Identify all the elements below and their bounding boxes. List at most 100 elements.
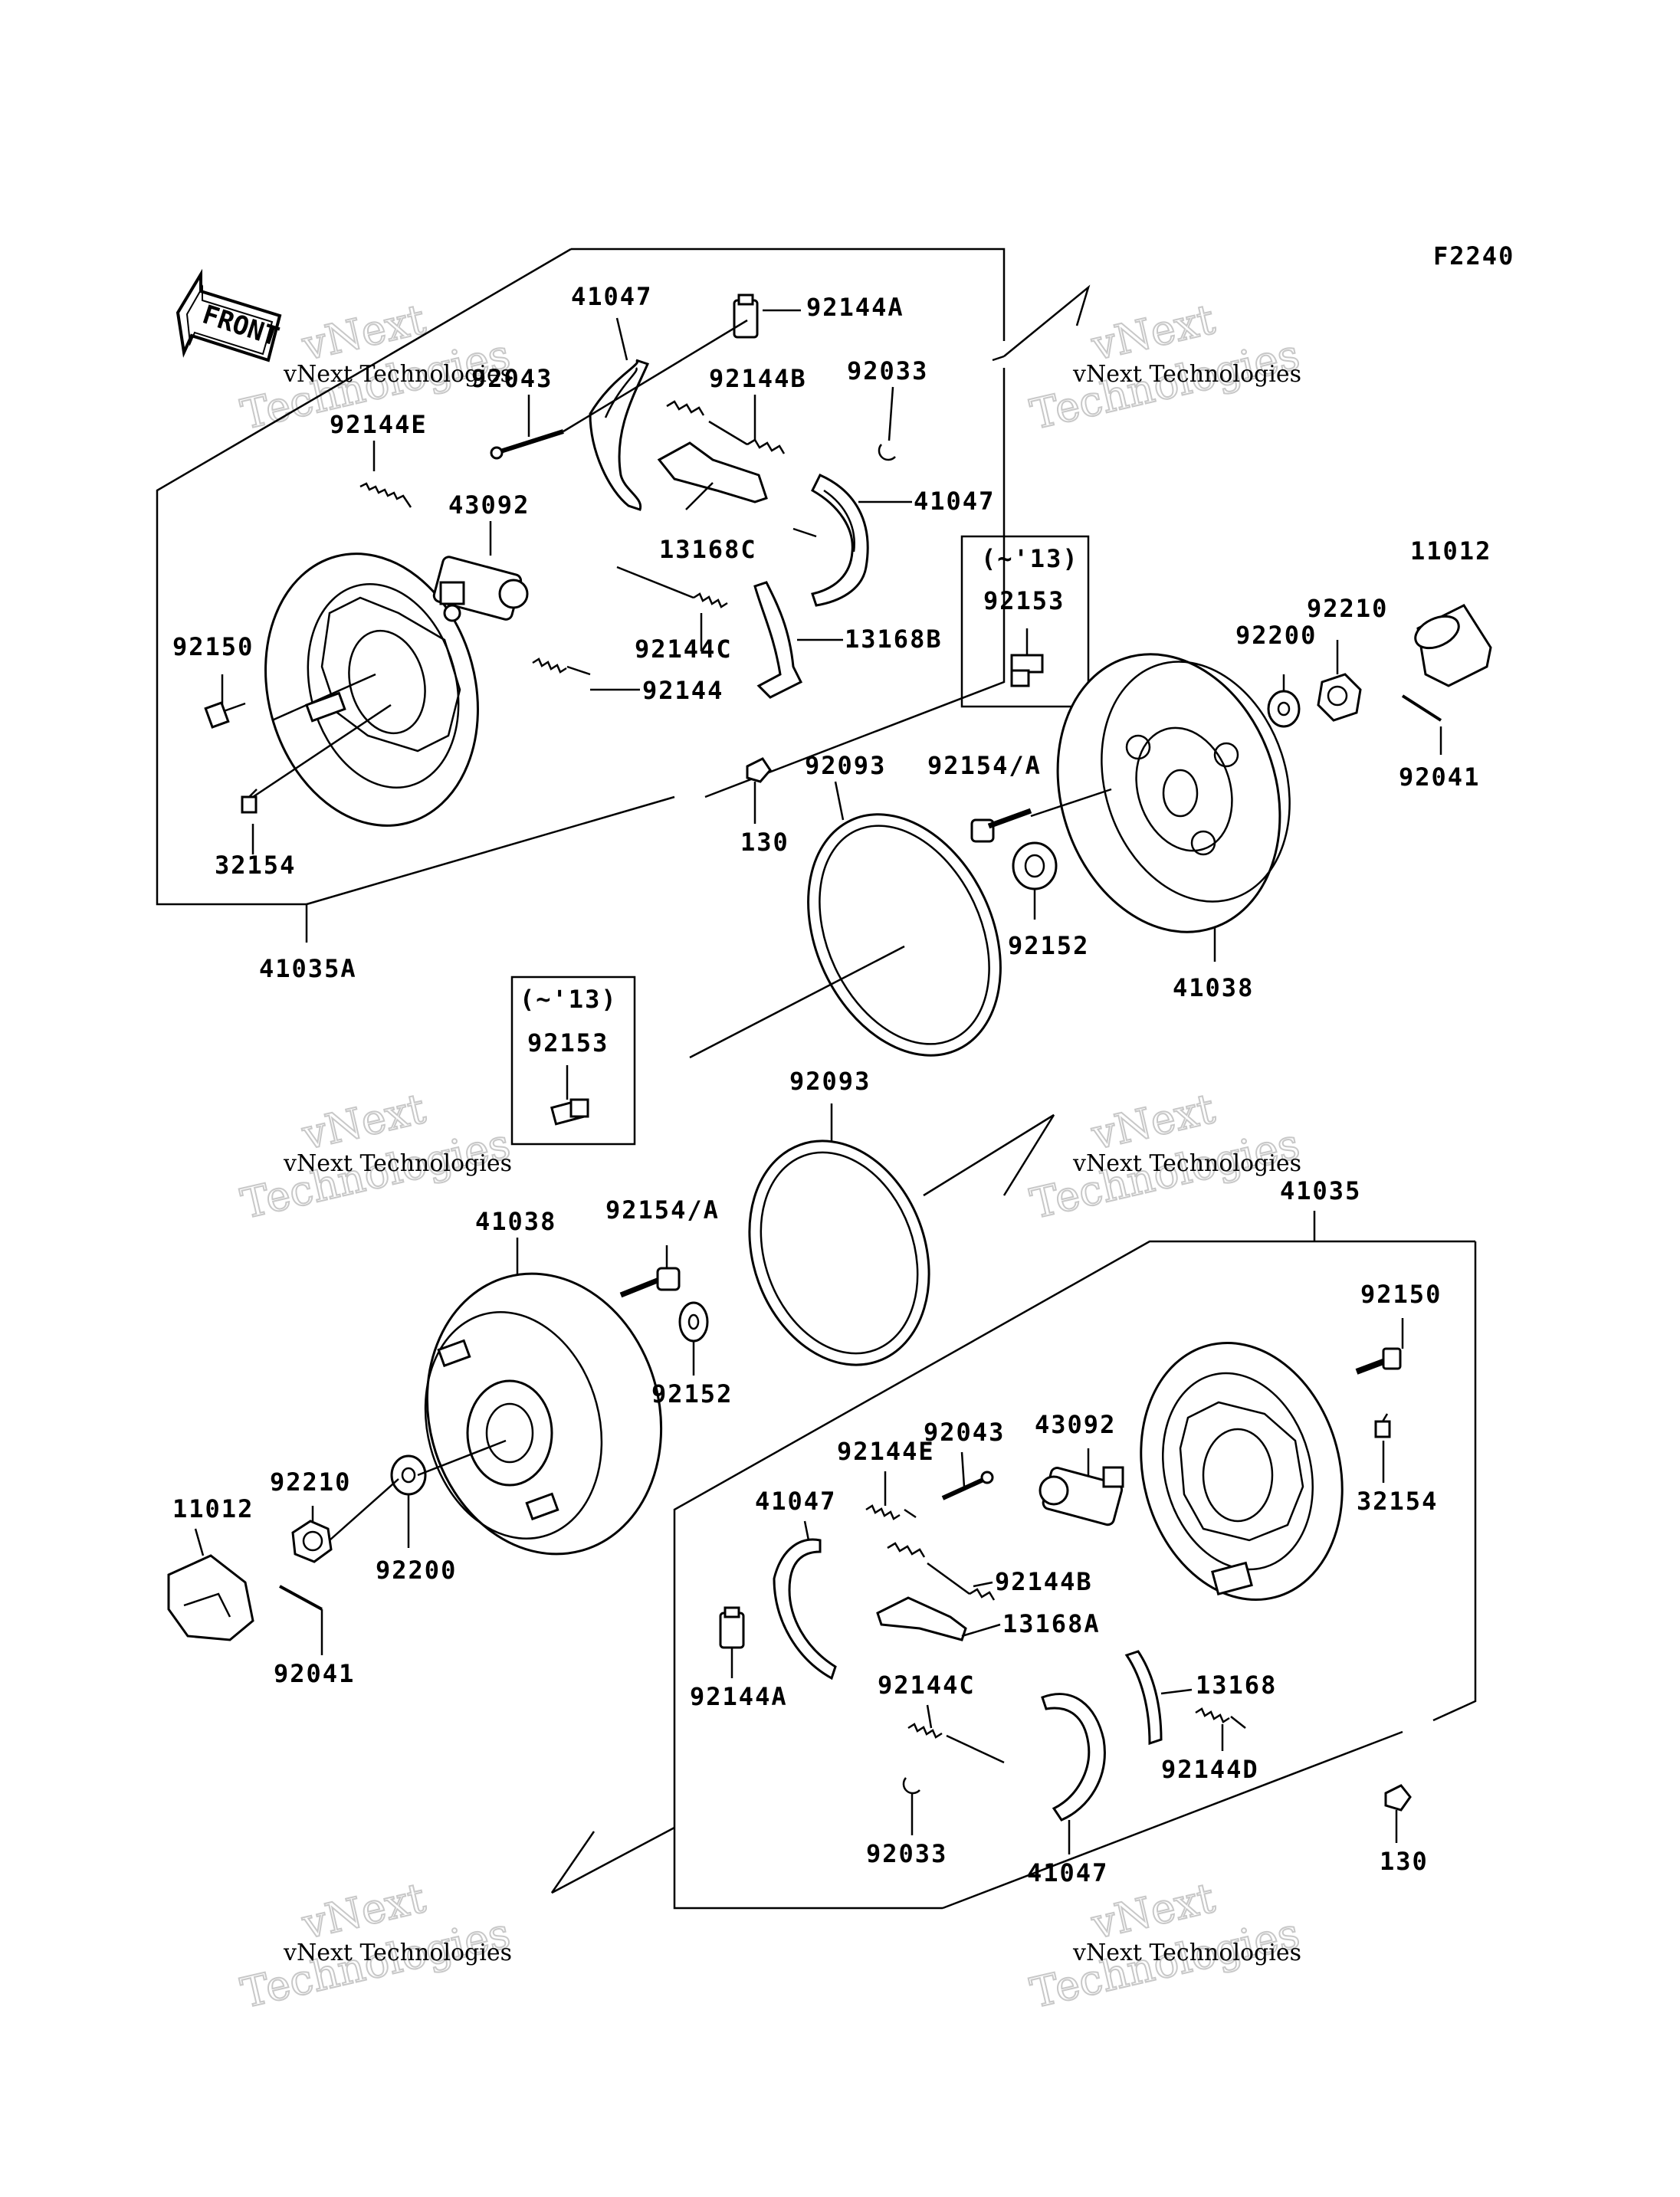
callout-labels: 41047 92144A 92043 92144E 92144B 92033 4… bbox=[172, 282, 1491, 1887]
spring-92144C-lower bbox=[907, 1723, 1005, 1764]
callout-92144A: 92144A bbox=[806, 293, 904, 322]
callout-92033: 92033 bbox=[847, 356, 928, 385]
callout-41035: 41035 bbox=[1280, 1176, 1361, 1205]
callout-92144C: 92144C bbox=[635, 635, 733, 664]
callout-92150: 92150 bbox=[172, 632, 254, 661]
callout-11012: 11012 bbox=[1410, 536, 1491, 566]
wheel-cylinder-lower bbox=[1039, 1466, 1124, 1526]
callout-92144B: 92144B bbox=[709, 364, 807, 393]
brake-drum-lower bbox=[424, 1272, 663, 1556]
brake-drum-upper bbox=[1056, 653, 1291, 933]
watermark-text: vNext Technologies bbox=[1072, 361, 1301, 388]
brake-shoe-lower-right bbox=[1041, 1693, 1106, 1822]
callout-92154A: 92154/A bbox=[927, 751, 1042, 780]
callout-11012: 11012 bbox=[172, 1494, 254, 1523]
callout-41047: 41047 bbox=[914, 487, 995, 516]
lever-13168C bbox=[657, 441, 768, 503]
callout-92144D: 92144D bbox=[1161, 1755, 1259, 1784]
callout-92200: 92200 bbox=[376, 1556, 457, 1585]
pin-92041-lower bbox=[279, 1585, 323, 1611]
bolt-130-lower bbox=[1384, 1784, 1412, 1820]
callout-130: 130 bbox=[740, 828, 789, 857]
brake-shoe-upper-right bbox=[811, 474, 869, 607]
callout-13168B: 13168B bbox=[845, 625, 943, 654]
callout-32154: 32154 bbox=[215, 851, 296, 880]
callout-130: 130 bbox=[1380, 1847, 1429, 1876]
callout-43092: 43092 bbox=[1035, 1410, 1116, 1439]
callout-92144: 92144 bbox=[642, 676, 724, 705]
callout-43092: 43092 bbox=[448, 490, 530, 520]
upper-assembly-outline bbox=[156, 248, 1091, 943]
callout-92210: 92210 bbox=[1307, 594, 1388, 623]
spring-92144D bbox=[1195, 1707, 1246, 1729]
callout-92153: 92153 bbox=[983, 586, 1065, 615]
spring-92144E-upper bbox=[359, 482, 412, 508]
callout-92041: 92041 bbox=[274, 1659, 355, 1688]
callout-13168: 13168 bbox=[1196, 1671, 1277, 1700]
spring-92144E-lower bbox=[865, 1504, 917, 1520]
lever-13168 bbox=[1124, 1650, 1163, 1746]
callout-92043: 92043 bbox=[924, 1418, 1005, 1447]
seal-92093-lower bbox=[748, 1113, 1055, 1366]
pin-92041-upper bbox=[1401, 694, 1442, 722]
watermark-bottom-right: vNext Technologies vNext Technologies bbox=[1025, 1873, 1304, 2018]
washer-92152-upper bbox=[1012, 841, 1058, 890]
spring-92144-upper bbox=[532, 657, 591, 676]
bolt-92154A-lower bbox=[619, 1267, 681, 1298]
clip-92144A-upper bbox=[733, 293, 759, 339]
callout-92144E: 92144E bbox=[330, 410, 428, 439]
brake-shoe-upper-left bbox=[589, 359, 650, 511]
note-box-92153-lower bbox=[510, 976, 636, 1146]
callout-92210: 92210 bbox=[270, 1467, 351, 1497]
callout-92152: 92152 bbox=[1008, 931, 1089, 960]
backing-plate-lower bbox=[1140, 1341, 1344, 1602]
bolt-92154A-upper bbox=[970, 808, 1032, 843]
watermark-text: vNext Technologies bbox=[283, 1940, 512, 1966]
bleeder-32154-upper bbox=[241, 789, 258, 814]
lever-13168B bbox=[753, 581, 803, 699]
spring-92144B-lower bbox=[887, 1542, 996, 1601]
front-arrow-icon: FRONT bbox=[176, 268, 283, 362]
clip-92144A-lower bbox=[719, 1606, 745, 1649]
callout-13168C: 13168C bbox=[659, 535, 757, 564]
bolt-92150-upper bbox=[204, 701, 246, 729]
callout-92154A: 92154/A bbox=[605, 1195, 720, 1225]
nut-92210-lower bbox=[291, 1520, 333, 1563]
pin-92043-upper bbox=[490, 429, 564, 460]
callout-92153-note: (~'13) bbox=[520, 985, 618, 1014]
watermark-bottom-left: vNext Technologies vNext Technologies bbox=[236, 1873, 515, 2018]
nut-92210-upper bbox=[1317, 673, 1362, 722]
watermark-mid-left: vNext Technologies vNext Technologies bbox=[236, 1084, 515, 1229]
callout-92093: 92093 bbox=[789, 1067, 871, 1096]
callout-92153-note: (~'13) bbox=[981, 544, 1079, 573]
note-box-92153-upper bbox=[960, 535, 1090, 708]
clip-92033-lower bbox=[902, 1777, 920, 1795]
callout-92153: 92153 bbox=[527, 1028, 609, 1058]
callout-41047: 41047 bbox=[755, 1487, 836, 1516]
callout-92043: 92043 bbox=[471, 364, 553, 393]
callout-92144B: 92144B bbox=[995, 1567, 1093, 1596]
wheel-cylinder-upper bbox=[432, 556, 529, 622]
callout-13168A: 13168A bbox=[1002, 1609, 1101, 1638]
callout-41047: 41047 bbox=[1027, 1858, 1108, 1887]
washer-92200-upper bbox=[1267, 690, 1301, 728]
watermark-top-right: vNext Technologies vNext Technologies bbox=[1025, 294, 1304, 440]
bolt-92150-lower bbox=[1355, 1347, 1402, 1375]
callout-92041: 92041 bbox=[1399, 762, 1480, 792]
callout-92033: 92033 bbox=[866, 1839, 947, 1868]
leader-lines bbox=[194, 309, 1442, 1854]
cap-11012-upper bbox=[1414, 604, 1492, 687]
lower-assembly-outline bbox=[550, 1211, 1477, 1910]
bolt-130-upper bbox=[746, 757, 772, 793]
callout-92200: 92200 bbox=[1235, 621, 1317, 650]
callout-41038: 41038 bbox=[1173, 973, 1254, 1002]
callout-41035A: 41035A bbox=[259, 954, 357, 983]
watermark-text: vNext Technologies bbox=[1072, 1940, 1301, 1966]
diagram-code: F2240 bbox=[1433, 241, 1514, 271]
brake-shoe-lower-left bbox=[773, 1538, 837, 1681]
callout-92144C: 92144C bbox=[878, 1671, 976, 1700]
washer-92152-lower bbox=[678, 1301, 709, 1343]
backing-plate-upper bbox=[264, 553, 479, 827]
pin-92043-lower bbox=[941, 1471, 994, 1500]
